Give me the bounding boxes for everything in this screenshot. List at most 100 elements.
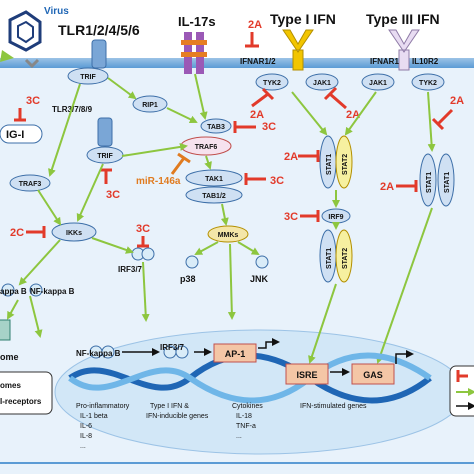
stat1-c-label: STAT1: [426, 172, 433, 193]
cell-border-bottom: [0, 462, 474, 464]
inhibitor-3c-tab3-bar-icon: [233, 121, 256, 133]
stat1-c-node: [419, 153, 437, 207]
rip1-node: [132, 95, 168, 113]
inhibitor-3c-tak1-bar-icon: [244, 173, 266, 185]
gene-cyt-item-2: ...: [236, 433, 242, 440]
inhibitor-3c-endo-bar-icon: [100, 168, 112, 184]
inhibitor-2a-top: 2A: [248, 19, 262, 31]
gas-label: GAS: [363, 370, 383, 380]
inhibitor-3c-rig: 3C: [26, 95, 40, 107]
p38-node: [185, 255, 199, 269]
stat1-d-label: STAT1: [444, 172, 451, 193]
virus-label: Virus: [44, 6, 69, 17]
legend-left-box: [0, 371, 53, 415]
trif-top-label: TRIF: [80, 74, 96, 81]
virus-chevron-icon: [24, 58, 40, 69]
type3-ifn-title: Type III IFN: [366, 11, 440, 27]
inhibitor-3c-endo: 3C: [106, 189, 120, 201]
inhibitor-2c: 2C: [10, 227, 24, 239]
inhibitor-2a-right-bar-icon: [431, 108, 454, 131]
mmks-label: MMKs: [218, 232, 239, 239]
ikks-label: IKKs: [66, 230, 82, 237]
tyk2-b-label: TYK2: [419, 80, 437, 87]
il10r2-label: IL10R2: [412, 57, 439, 66]
inhibitor-2a-jak: 2A: [346, 109, 360, 121]
stat2-b-label: STAT2: [342, 248, 349, 269]
tab12-node: [185, 186, 243, 204]
inhibitor-2a-far-bar-icon: [396, 180, 418, 192]
gene-isg-label: IFN-stimulated genes: [300, 403, 367, 410]
trif-endo-label: TRIF: [97, 153, 113, 160]
mirna-label: miR-146a: [136, 176, 181, 187]
rip1-label: RIP1: [142, 102, 158, 109]
inhibitor-2a-ifnar-bar-icon: [251, 87, 275, 108]
tyk2-b-node: [411, 73, 445, 91]
type1-ifn-receptor: [282, 29, 314, 71]
tlr-surface-title: TLR1/2/4/5/6: [58, 22, 140, 38]
gene-cyt-item-0: IL-18: [236, 413, 252, 420]
inhibitor-2a-ifnar: 2A: [250, 109, 264, 121]
type1-ifn-title: Type I IFN: [270, 11, 336, 27]
trif-top-node: [67, 67, 109, 85]
gene-pro-item-0: IL-1 beta: [80, 413, 108, 420]
virus-icon: [0, 10, 42, 62]
tyk2-a-label: TYK2: [263, 80, 281, 87]
inhibitor-2c-bar-icon: [26, 226, 46, 238]
ome-label: ome: [0, 352, 19, 362]
mmks-node: [207, 225, 249, 243]
il17-receptor: [181, 32, 207, 74]
stat2-a-label: STAT2: [342, 154, 349, 175]
inhibitor-3c-tab3: 3C: [262, 121, 276, 133]
inhibitor-2a-stat: 2A: [284, 151, 298, 163]
stat2-a-node: [335, 135, 353, 189]
inhibitor-2a-top-bar-icon: [245, 32, 259, 48]
transcription-arrows: [122, 338, 414, 376]
gene-pro-item-2: IL-8: [80, 433, 92, 440]
nucleus-irf37-label: IRF3/7: [160, 343, 185, 352]
legend-left-item-1: I-receptors: [0, 397, 42, 406]
inhibitor-3c-tak1: 3C: [270, 175, 284, 187]
tyk2-a-node: [255, 73, 289, 91]
nfkb2-label: NF-kappa B: [30, 287, 75, 296]
gas-box: [351, 363, 395, 385]
gene-type1-label: Type I IFN &: [150, 403, 189, 410]
tlr-endo-receptor: [97, 117, 113, 147]
inhibitor-3c-rig-bar-icon: [14, 108, 26, 122]
inhibitor-2a-stat-bar-icon: [298, 150, 320, 162]
stat1-a-label: STAT1: [326, 154, 333, 175]
inhibitor-3c-irf: 3C: [136, 223, 150, 235]
traf6-label: TRAF6: [195, 144, 218, 151]
nfkb1-label: appa B: [0, 287, 27, 296]
stat2-b-node: [335, 229, 353, 283]
mirna-inhibit-icon: [170, 152, 191, 175]
proteasome-icon: [0, 319, 11, 341]
tab3-node: [200, 118, 232, 134]
jak1-a-label: JAK1: [313, 80, 331, 87]
gene-pro-item-3: ...: [80, 443, 86, 450]
traf3-node: [9, 174, 51, 192]
gene-pro-label: Pro-inflammatory: [76, 403, 130, 410]
tak1-node: [185, 169, 243, 187]
gene-cytokines-label: Cytokines: [232, 403, 263, 410]
tak1-label: TAK1: [205, 176, 223, 183]
rig-node: [0, 124, 43, 144]
nucleus-nfkb-cluster: [89, 345, 115, 359]
jak1-b-label: JAK1: [369, 80, 387, 87]
inhibitor-3c-irf9-bar-icon: [300, 210, 320, 222]
tab3-label: TAB3: [207, 124, 225, 131]
jak1-a-node: [305, 73, 339, 91]
stat1-d-node: [437, 153, 455, 207]
ap1-box: [213, 343, 257, 363]
legend-left-item-0: omes: [0, 381, 21, 390]
green-arrows: [7, 73, 436, 364]
ap1-label: AP-1: [225, 349, 246, 359]
rig-label: IG-I: [6, 129, 24, 141]
ikks-node: [51, 222, 97, 242]
irf37-cluster: [131, 247, 155, 261]
inhibitor-3c-irf9: 3C: [284, 211, 298, 223]
tlr-surface-receptor: [91, 39, 107, 69]
inhibitor-2a-right: 2A: [450, 95, 464, 107]
legend-inhibit-icon: [456, 370, 468, 382]
